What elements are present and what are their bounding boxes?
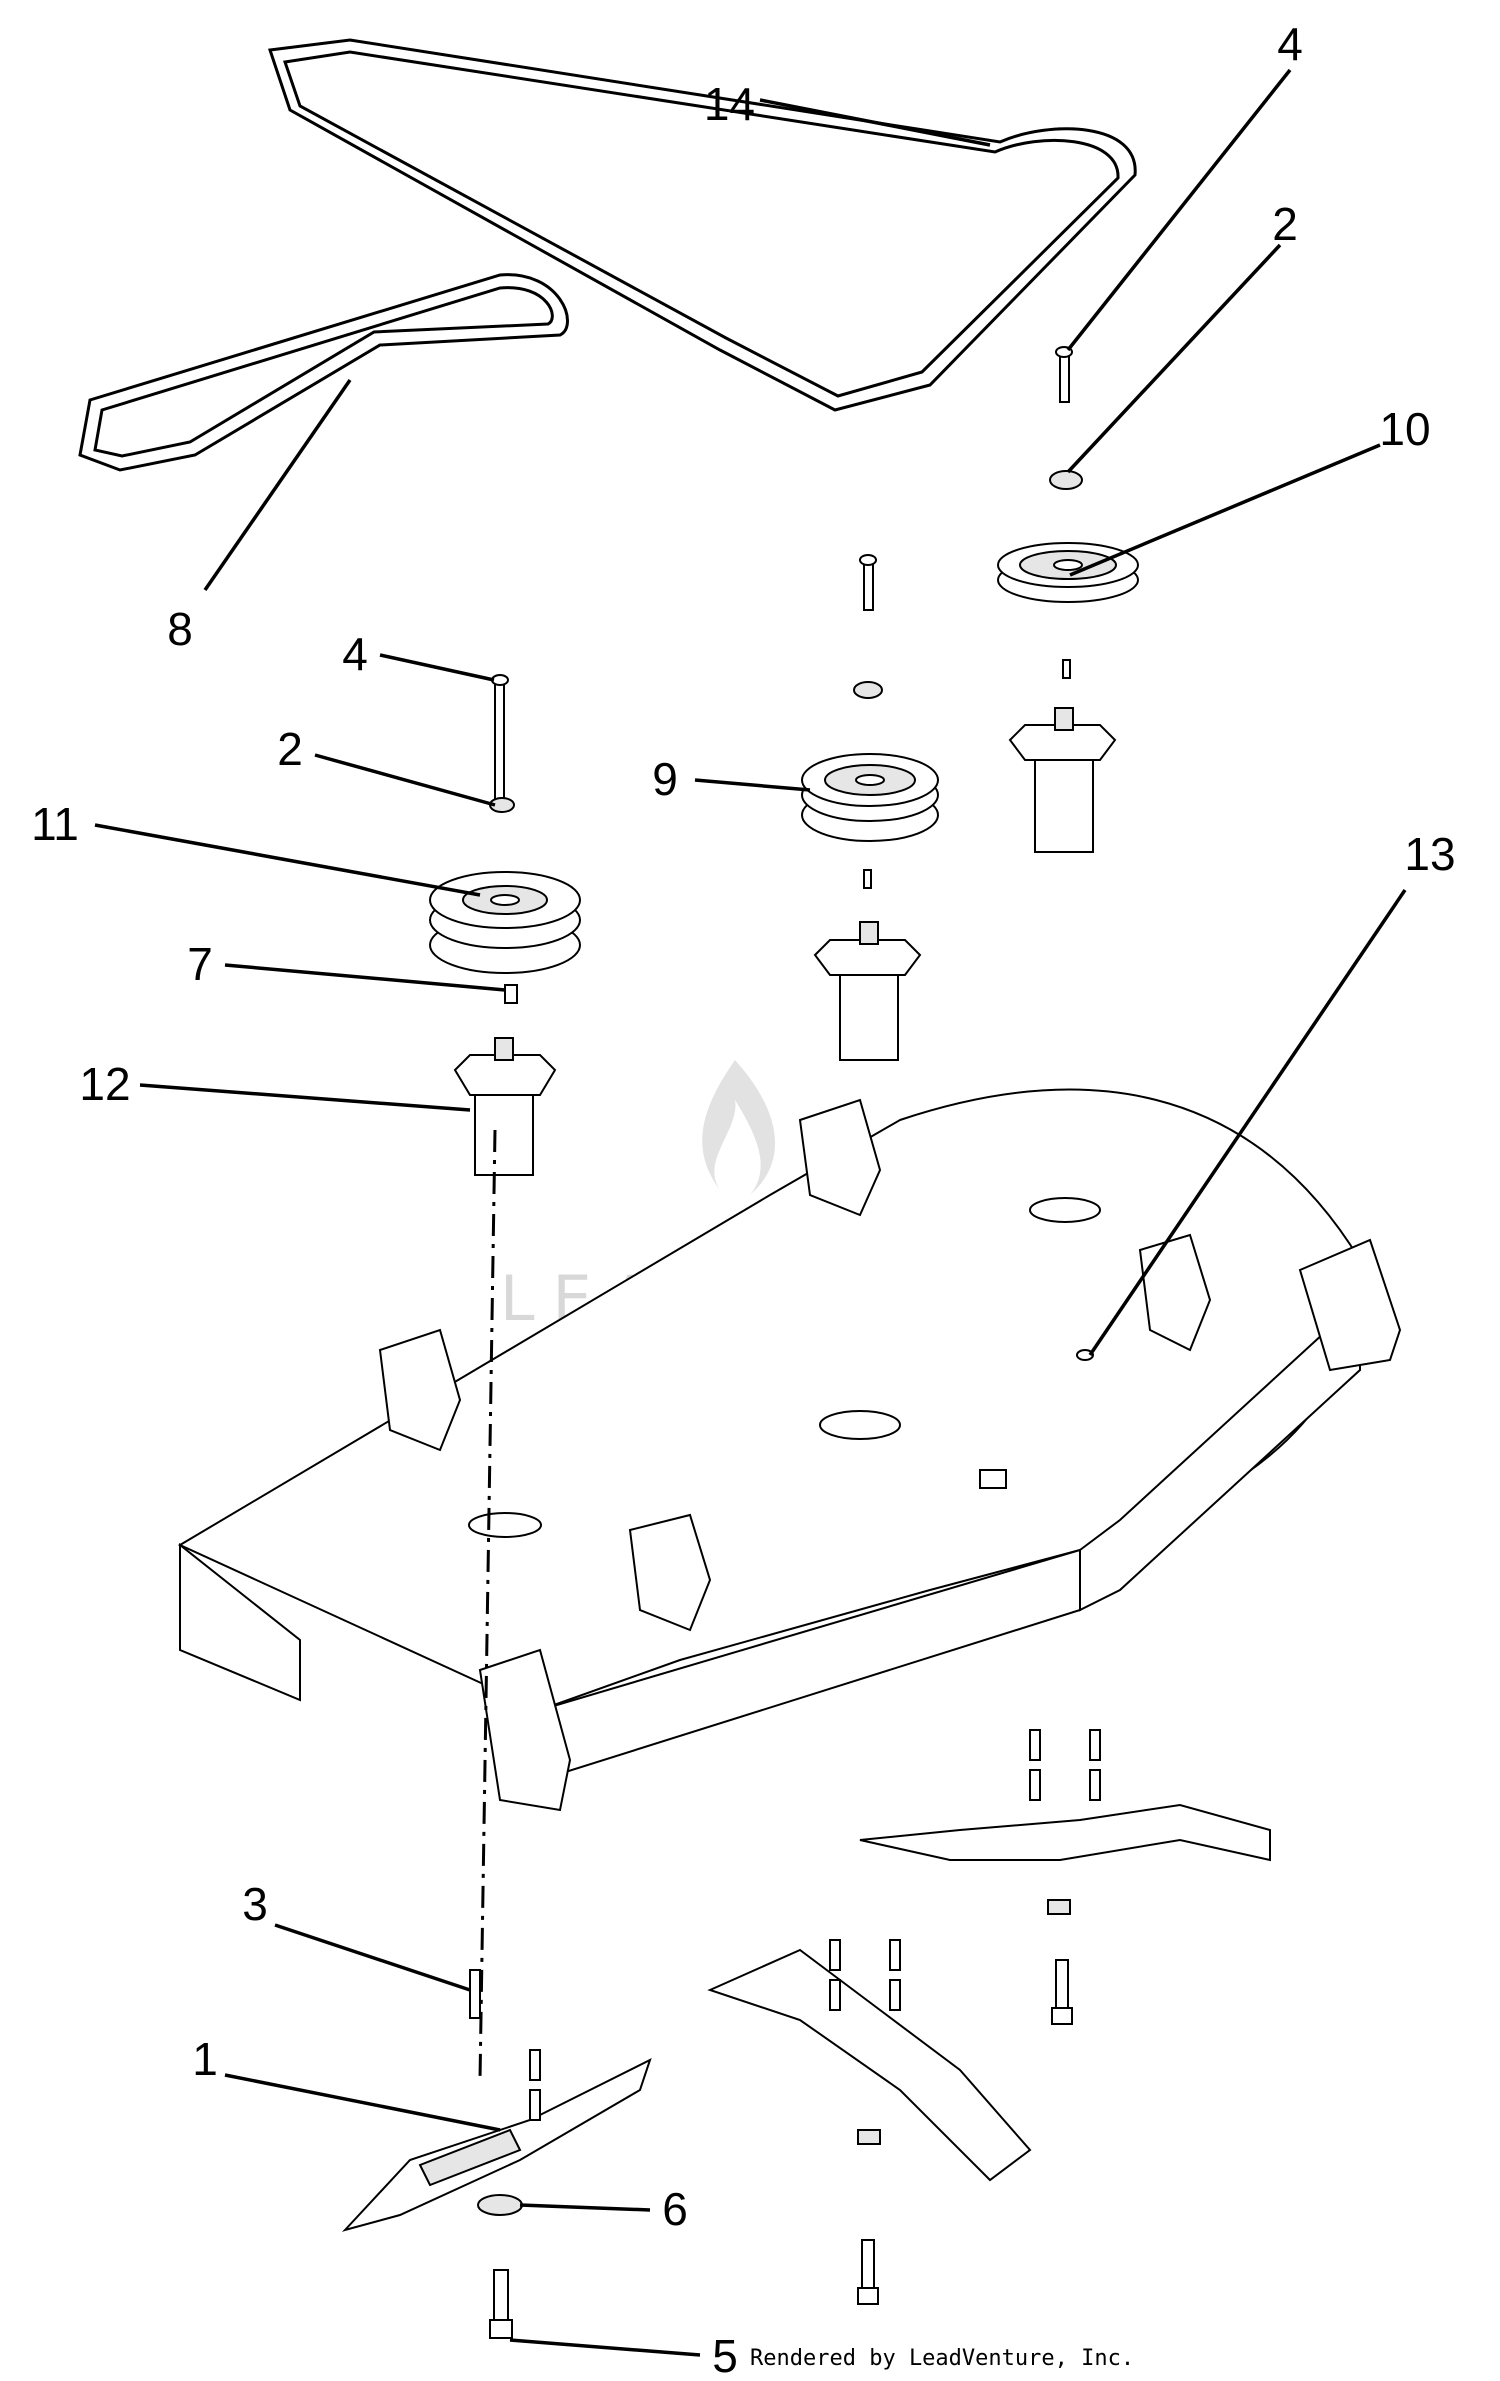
leader-6 bbox=[519, 2203, 651, 2212]
blade-left bbox=[341, 2058, 652, 2232]
bolt-blade-right bbox=[1051, 1959, 1073, 2025]
callout-7: 7 bbox=[187, 938, 213, 990]
bolt-5 bbox=[489, 2269, 513, 2339]
callout-labels: 14 4 2 10 8 4 2 9 11 7 12 13 3 1 6 5 bbox=[31, 18, 1455, 2381]
pulley-11 bbox=[429, 871, 581, 974]
spindle-12 bbox=[453, 1037, 557, 1176]
leader-4b bbox=[379, 653, 495, 682]
belt-14 bbox=[267, 38, 1137, 412]
leader-8 bbox=[203, 379, 352, 591]
callout-9: 9 bbox=[652, 753, 678, 805]
bolts-blade-middle bbox=[829, 1939, 901, 2011]
key-7 bbox=[504, 984, 518, 1004]
pin-4-right bbox=[1055, 346, 1073, 403]
leader-1 bbox=[224, 2073, 501, 2132]
callout-4-left: 4 bbox=[342, 628, 368, 680]
key-middle bbox=[863, 869, 872, 889]
callout-10: 10 bbox=[1379, 403, 1430, 455]
callout-13: 13 bbox=[1404, 828, 1455, 880]
callout-5: 5 bbox=[712, 2330, 738, 2381]
washer-blade-middle bbox=[857, 2129, 881, 2145]
callout-14: 14 bbox=[704, 78, 755, 130]
callout-4-top: 4 bbox=[1277, 18, 1303, 70]
leader-3 bbox=[274, 1923, 471, 1992]
pin-4-left bbox=[491, 674, 509, 801]
callout-12: 12 bbox=[79, 1058, 130, 1110]
leader-lines bbox=[94, 68, 1407, 2357]
leader-9 bbox=[694, 778, 811, 792]
watermark-flame-logo bbox=[702, 1060, 776, 1195]
leader-14 bbox=[759, 98, 991, 147]
washer-6 bbox=[477, 2194, 523, 2216]
callout-11: 11 bbox=[31, 798, 79, 850]
bolt-blade-middle bbox=[857, 2239, 879, 2305]
leader-10 bbox=[1069, 443, 1381, 577]
callout-6: 6 bbox=[662, 2183, 688, 2235]
leader-12 bbox=[139, 1083, 471, 1112]
washer-blade-right bbox=[1047, 1899, 1071, 1915]
footer-rendered-by: Rendered by LeadVenture, Inc. bbox=[750, 2346, 1134, 2371]
callout-8: 8 bbox=[167, 603, 193, 655]
assembly-line-left bbox=[478, 1129, 497, 2081]
pulley-10 bbox=[997, 542, 1139, 603]
leader-2a bbox=[1066, 243, 1282, 474]
blade-middle bbox=[707, 1948, 1032, 2182]
spindle-right bbox=[1008, 707, 1117, 853]
washer-2-right bbox=[1049, 470, 1083, 490]
callout-2-top: 2 bbox=[1272, 198, 1298, 250]
belt-8 bbox=[78, 273, 569, 472]
key-right bbox=[1062, 659, 1071, 679]
spindle-middle bbox=[813, 921, 922, 1061]
leader-4a bbox=[1066, 68, 1292, 352]
callout-2-left: 2 bbox=[277, 723, 303, 775]
callout-3: 3 bbox=[242, 1878, 268, 1930]
leader-5 bbox=[509, 2338, 701, 2357]
pulley-9 bbox=[801, 753, 939, 842]
mower-deck bbox=[177, 1088, 1402, 1812]
leader-13 bbox=[1088, 889, 1407, 1356]
leader-7 bbox=[224, 963, 506, 992]
blade-right bbox=[859, 1803, 1271, 1862]
callout-1: 1 bbox=[192, 2033, 218, 2085]
leader-11 bbox=[94, 823, 481, 897]
washer-middle bbox=[853, 681, 883, 699]
bolt-middle bbox=[859, 554, 877, 611]
bolts-blade-right bbox=[1029, 1729, 1101, 1801]
leader-2b bbox=[314, 753, 496, 807]
bolt-3 bbox=[469, 1969, 481, 2019]
bolts-blade-left bbox=[529, 2049, 541, 2121]
